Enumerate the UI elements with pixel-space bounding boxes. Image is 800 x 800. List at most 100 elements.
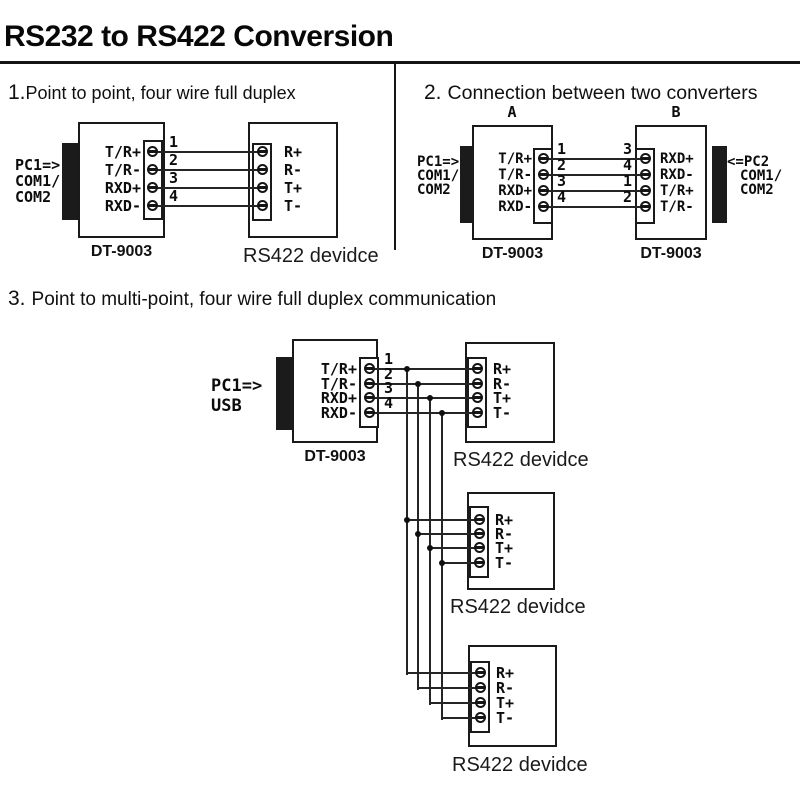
wire-number: 1 <box>622 172 632 190</box>
db9-connector <box>712 146 727 223</box>
pin-label: RXD+ <box>320 389 357 407</box>
device-caption: RS422 devidce <box>453 449 589 471</box>
pin-label: RXD+ <box>660 151 694 167</box>
terminal-screw-icon <box>257 182 268 193</box>
converter-caption: DT-9003 <box>640 245 702 262</box>
wire-number: 4 <box>557 188 567 206</box>
wire-number: 2 <box>557 156 567 174</box>
wire-number: 2 <box>622 188 632 206</box>
wire-number: 3 <box>557 172 567 190</box>
junction-dot <box>439 410 445 416</box>
section-divider <box>394 64 396 250</box>
pin-label: T+ <box>284 179 303 197</box>
wire <box>543 174 645 176</box>
usb-connector <box>276 357 292 430</box>
pin-label: T+ <box>493 389 512 407</box>
pin-label: T- <box>496 709 515 727</box>
wire-number: 3 <box>169 169 179 187</box>
junction-dot <box>404 517 410 523</box>
pin-label: T+ <box>496 694 515 712</box>
wire <box>153 205 259 207</box>
pin-label: R- <box>495 525 514 543</box>
wire <box>153 187 259 189</box>
title-underline <box>0 61 800 64</box>
section3-heading: 3.Point to multi-point, four wire full d… <box>8 287 496 311</box>
pc-source-label: PC1=> COM1/ COM2 <box>417 154 460 198</box>
pin-label: T/R+ <box>660 183 694 199</box>
junction-dot <box>427 545 433 551</box>
pin-label: T/R+ <box>498 151 532 167</box>
pin-label: T/R+ <box>320 360 357 378</box>
wire <box>369 397 477 399</box>
terminal-screw-icon <box>538 169 549 180</box>
section2-number: 2. <box>424 81 442 104</box>
junction-dot <box>427 395 433 401</box>
pin-label: RXD- <box>104 197 141 215</box>
terminal-screw-icon <box>147 182 158 193</box>
wire-number: 3 <box>622 140 632 158</box>
pin-label: R+ <box>496 664 515 682</box>
wire-number: 1 <box>384 350 394 368</box>
pc2-source-label: <=PC2 COM1/ COM2 <box>727 154 783 198</box>
terminal-screw-icon <box>538 185 549 196</box>
wire <box>417 687 480 689</box>
terminal-screw-icon <box>364 363 375 374</box>
terminal-screw-icon <box>472 378 483 389</box>
wire <box>441 562 479 564</box>
terminal-screw-icon <box>474 528 485 539</box>
terminal-screw-icon <box>147 146 158 157</box>
terminal-screw-icon <box>475 712 486 723</box>
terminal-screw-icon <box>472 363 483 374</box>
terminal-screw-icon <box>364 392 375 403</box>
wire <box>441 717 480 719</box>
wire-number: 4 <box>622 156 632 174</box>
terminal-screw-icon <box>472 407 483 418</box>
pin-label: T- <box>493 404 512 422</box>
device-caption: RS422 devidce <box>243 245 379 267</box>
wire-number: 4 <box>384 394 394 412</box>
terminal-screw-icon <box>472 392 483 403</box>
pin-label: T/R- <box>660 199 694 215</box>
pin-label: T/R- <box>104 161 141 179</box>
converter-a-label: A <box>507 103 517 121</box>
wire <box>429 398 431 705</box>
terminal-screw-icon <box>257 146 268 157</box>
wire-number: 1 <box>557 140 567 158</box>
section3-title: Point to multi-point, four wire full dup… <box>31 289 497 310</box>
junction-dot <box>415 531 421 537</box>
converter-caption: DT-9003 <box>481 245 544 262</box>
converter-caption: DT-9003 <box>90 243 153 260</box>
pc-source-label: PC1=> COM1/ COM2 <box>15 156 61 206</box>
pin-label: RXD- <box>320 404 357 422</box>
section2-title: Connection between two converters <box>447 82 758 104</box>
converter-b-label: B <box>671 103 681 121</box>
wire <box>543 206 645 208</box>
terminal-screw-icon <box>640 185 651 196</box>
section1-heading: 1.Point to point, four wire full duplex <box>8 81 296 105</box>
pin-label: T- <box>284 197 303 215</box>
terminal-screw-icon <box>538 201 549 212</box>
wire-number: 4 <box>169 187 179 205</box>
pin-label: R+ <box>284 143 303 161</box>
terminal-screw-icon <box>147 164 158 175</box>
section1-number: 1. <box>8 81 26 104</box>
junction-dot <box>404 366 410 372</box>
pin-label: R- <box>284 161 303 179</box>
terminal-screw-icon <box>474 542 485 553</box>
terminal-screw-icon <box>475 667 486 678</box>
device-caption: RS422 devidce <box>450 596 586 618</box>
terminal-screw-icon <box>538 153 549 164</box>
wire <box>543 190 645 192</box>
wire <box>429 702 480 704</box>
pin-label: T/R- <box>498 167 532 183</box>
pin-label: RXD- <box>498 199 532 215</box>
terminal-screw-icon <box>474 514 485 525</box>
wire-number: 3 <box>384 379 394 397</box>
wire-number: 2 <box>384 365 394 383</box>
terminal-screw-icon <box>640 153 651 164</box>
wire <box>543 158 645 160</box>
pin-label: R- <box>496 679 515 697</box>
wire <box>369 368 477 370</box>
page-title: RS232 to RS422 Conversion <box>4 20 394 53</box>
wire <box>429 547 479 549</box>
